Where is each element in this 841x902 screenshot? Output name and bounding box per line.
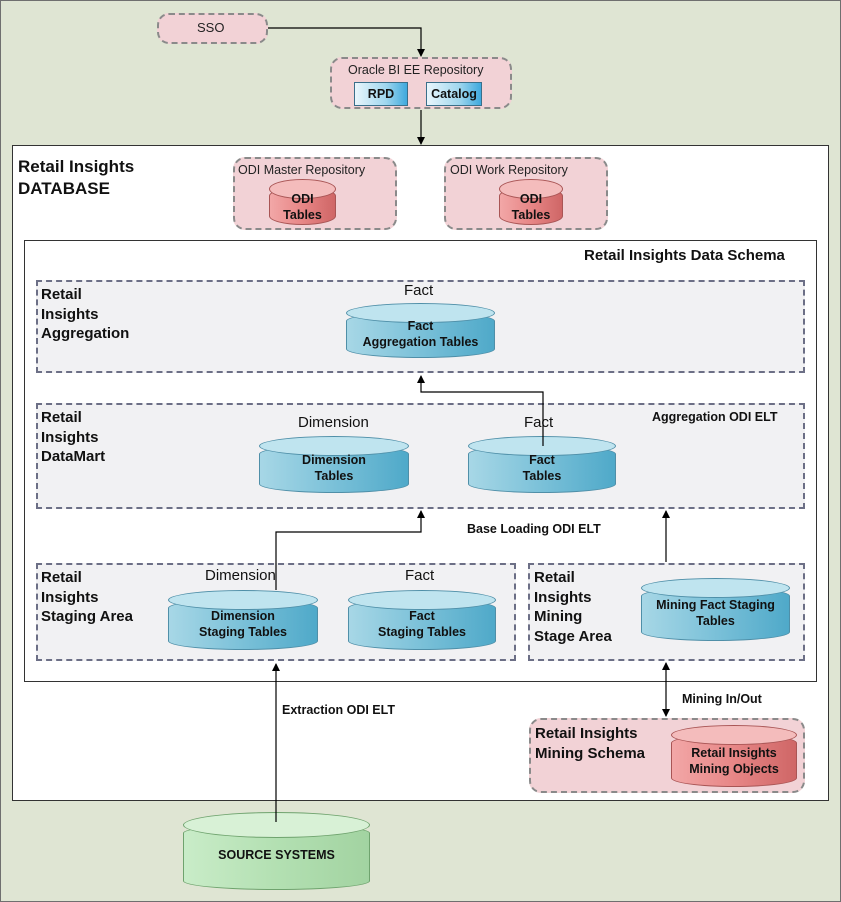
- mining-fact-staging-tables-cylinder: Mining Fact Staging Tables: [641, 578, 790, 641]
- dimension-staging-tables-cylinder: Dimension Staging Tables: [168, 590, 318, 650]
- obiee-repository-title: Oracle BI EE Repository: [348, 63, 484, 77]
- fact-to-aggregation-arrow: [417, 375, 544, 446]
- fact-tables-cylinder: Fact Tables: [468, 436, 616, 493]
- sso-box: SSO: [157, 13, 268, 44]
- datamart-title: Retail Insights DataMart: [41, 409, 106, 465]
- aggregation-odi-elt-label: Aggregation ODI ELT: [652, 410, 778, 424]
- odi-work-tables-label: ODI Tables: [511, 192, 551, 222]
- staging-to-datamart-arrow: [275, 510, 425, 590]
- dimension-staging-tables-label: Dimension Staging Tables: [199, 609, 287, 639]
- datamart-fact-label: Fact: [524, 414, 554, 431]
- staging-fact-label: Fact: [405, 567, 435, 584]
- mining-in-out-label: Mining In/Out: [682, 692, 762, 706]
- fact-staging-tables-label: Fact Staging Tables: [378, 609, 466, 639]
- fact-staging-tables-cylinder: Fact Staging Tables: [348, 590, 496, 650]
- source-systems-label: SOURCE SYSTEMS: [218, 848, 335, 862]
- aggregation-fact-label: Fact: [404, 282, 434, 299]
- odi-master-tables-label: ODI Tables: [283, 192, 322, 222]
- mining-stage-area-title: Retail Insights Mining Stage Area: [534, 569, 612, 645]
- aggregation-title: Retail Insights Aggregation: [41, 286, 130, 342]
- sso-to-obiee-arrow: [268, 27, 425, 57]
- fact-tables-label: Fact Tables: [522, 453, 562, 483]
- catalog-document: Catalog: [426, 82, 482, 106]
- base-loading-odi-elt-label: Base Loading ODI ELT: [467, 522, 601, 536]
- data-schema-title: Retail Insights Data Schema: [584, 247, 785, 264]
- extraction-odi-elt-label: Extraction ODI ELT: [282, 703, 395, 717]
- sso-label: SSO: [197, 20, 225, 35]
- database-title: Retail Insights DATABASE: [18, 157, 135, 198]
- odi-master-repository-box: ODI Master Repository ODI Tables: [233, 157, 397, 230]
- mining-schema-box: Retail Insights Mining Schema Retail Ins…: [529, 718, 805, 793]
- rpd-document: RPD: [354, 82, 408, 106]
- dimension-tables-label: Dimension Tables: [302, 453, 366, 483]
- odi-master-tables-cylinder: ODI Tables: [269, 179, 336, 225]
- odi-work-tables-cylinder: ODI Tables: [499, 179, 563, 225]
- staging-area-title: Retail Insights Staging Area: [41, 569, 133, 625]
- staging-dimension-label: Dimension: [205, 567, 276, 584]
- mining-objects-label: Retail Insights Mining Objects: [689, 746, 779, 776]
- mining-schema-title: Retail Insights Mining Schema: [535, 725, 646, 762]
- mining-objects-cylinder: Retail Insights Mining Objects: [671, 725, 797, 787]
- odi-work-title: ODI Work Repository: [450, 163, 568, 177]
- fact-aggregation-tables-label: Fact Aggregation Tables: [362, 319, 479, 349]
- obiee-repository-box: Oracle BI EE Repository RPD Catalog: [330, 57, 512, 109]
- datamart-dimension-label: Dimension: [298, 414, 369, 431]
- mining-fact-staging-tables-label: Mining Fact Staging Tables: [656, 598, 775, 628]
- dimension-tables-cylinder: Dimension Tables: [259, 436, 409, 493]
- datamart-group: [36, 403, 805, 509]
- odi-work-repository-box: ODI Work Repository ODI Tables: [444, 157, 608, 230]
- fact-aggregation-tables-cylinder: Fact Aggregation Tables: [346, 303, 495, 358]
- odi-master-title: ODI Master Repository: [238, 163, 366, 177]
